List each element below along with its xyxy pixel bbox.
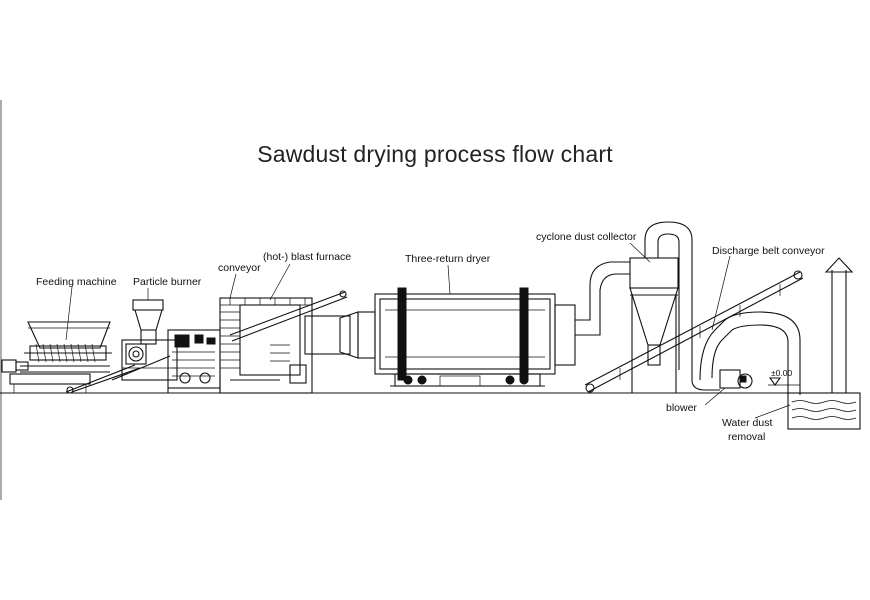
label-conveyor: conveyor [218, 262, 261, 274]
label-level-mark: ±0.00 [771, 368, 792, 378]
label-water-dust-removal: removal [728, 431, 765, 443]
label-particle-burner: Particle burner [133, 276, 202, 288]
particle-burner [111, 288, 221, 393]
label-feeding-machine: Feeding machine [36, 276, 117, 288]
water-dust-removal [754, 257, 861, 430]
label-water-dust: Water dust [722, 417, 772, 429]
blower [699, 311, 801, 406]
hot-blast-furnace [219, 263, 359, 394]
three-return-dryer [357, 264, 576, 387]
discharge-belt-conveyor [584, 255, 804, 393]
feeding-machine [1, 286, 141, 394]
cyclone-dust-collector [575, 221, 720, 393]
label-dryer: Three-return dryer [405, 253, 491, 265]
label-discharge-conveyor: Discharge belt conveyor [712, 245, 825, 257]
label-cyclone: cyclone dust collector [536, 231, 637, 243]
label-blower: blower [666, 402, 697, 414]
diagram-title: Sawdust drying process flow chart [257, 141, 613, 167]
label-blast-furnace: (hot-) blast furnace [263, 251, 351, 263]
